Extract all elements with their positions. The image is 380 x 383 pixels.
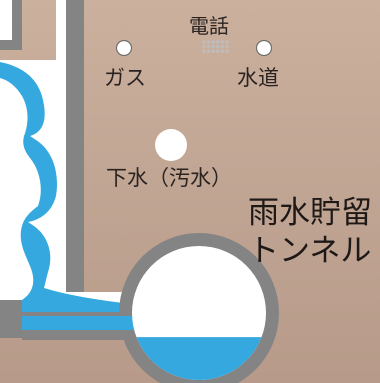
upper-left-pocket <box>0 0 12 40</box>
shaft-inner-wall <box>66 0 84 300</box>
telephone-cable-bundle <box>202 40 229 53</box>
sewage-pipe <box>155 129 187 161</box>
telephone-cable-dot <box>220 40 225 44</box>
telephone-cable-dot <box>225 49 229 53</box>
upper-left-pocket-side <box>12 0 22 50</box>
telephone-cable-dot <box>211 49 215 53</box>
label-telephone: 電話 <box>189 14 229 38</box>
telephone-cable-dot <box>206 44 211 49</box>
label-water-supply: 水道 <box>237 66 279 90</box>
telephone-cable-dot <box>216 44 220 49</box>
telephone-cable-dot <box>216 40 220 44</box>
telephone-cable-dot <box>206 40 211 44</box>
cascading-water <box>0 62 130 318</box>
telephone-cable-dot <box>225 40 229 44</box>
telephone-cable-dot <box>202 44 206 49</box>
telephone-cable-dot <box>220 49 225 53</box>
telephone-cable-dot <box>202 40 206 44</box>
shaft-white-gap <box>56 0 66 300</box>
label-gas: ガス <box>104 66 146 90</box>
label-sewage: 下水（汚水） <box>106 166 232 190</box>
telephone-cable-dot <box>220 44 225 49</box>
telephone-cable-dot <box>202 49 206 53</box>
telephone-cable-dot <box>211 44 215 49</box>
telephone-cable-dot <box>206 49 211 53</box>
telephone-cable-dot <box>216 49 220 53</box>
water-pipe <box>255 39 273 57</box>
telephone-cable-dot <box>225 44 229 49</box>
telephone-cable-dot <box>211 40 215 44</box>
label-tunnel-line2: トンネル <box>248 233 372 269</box>
upper-left-pocket-wall <box>0 40 22 50</box>
label-tunnel-line1: 雨水貯留 <box>248 195 372 231</box>
gas-pipe <box>115 39 133 57</box>
